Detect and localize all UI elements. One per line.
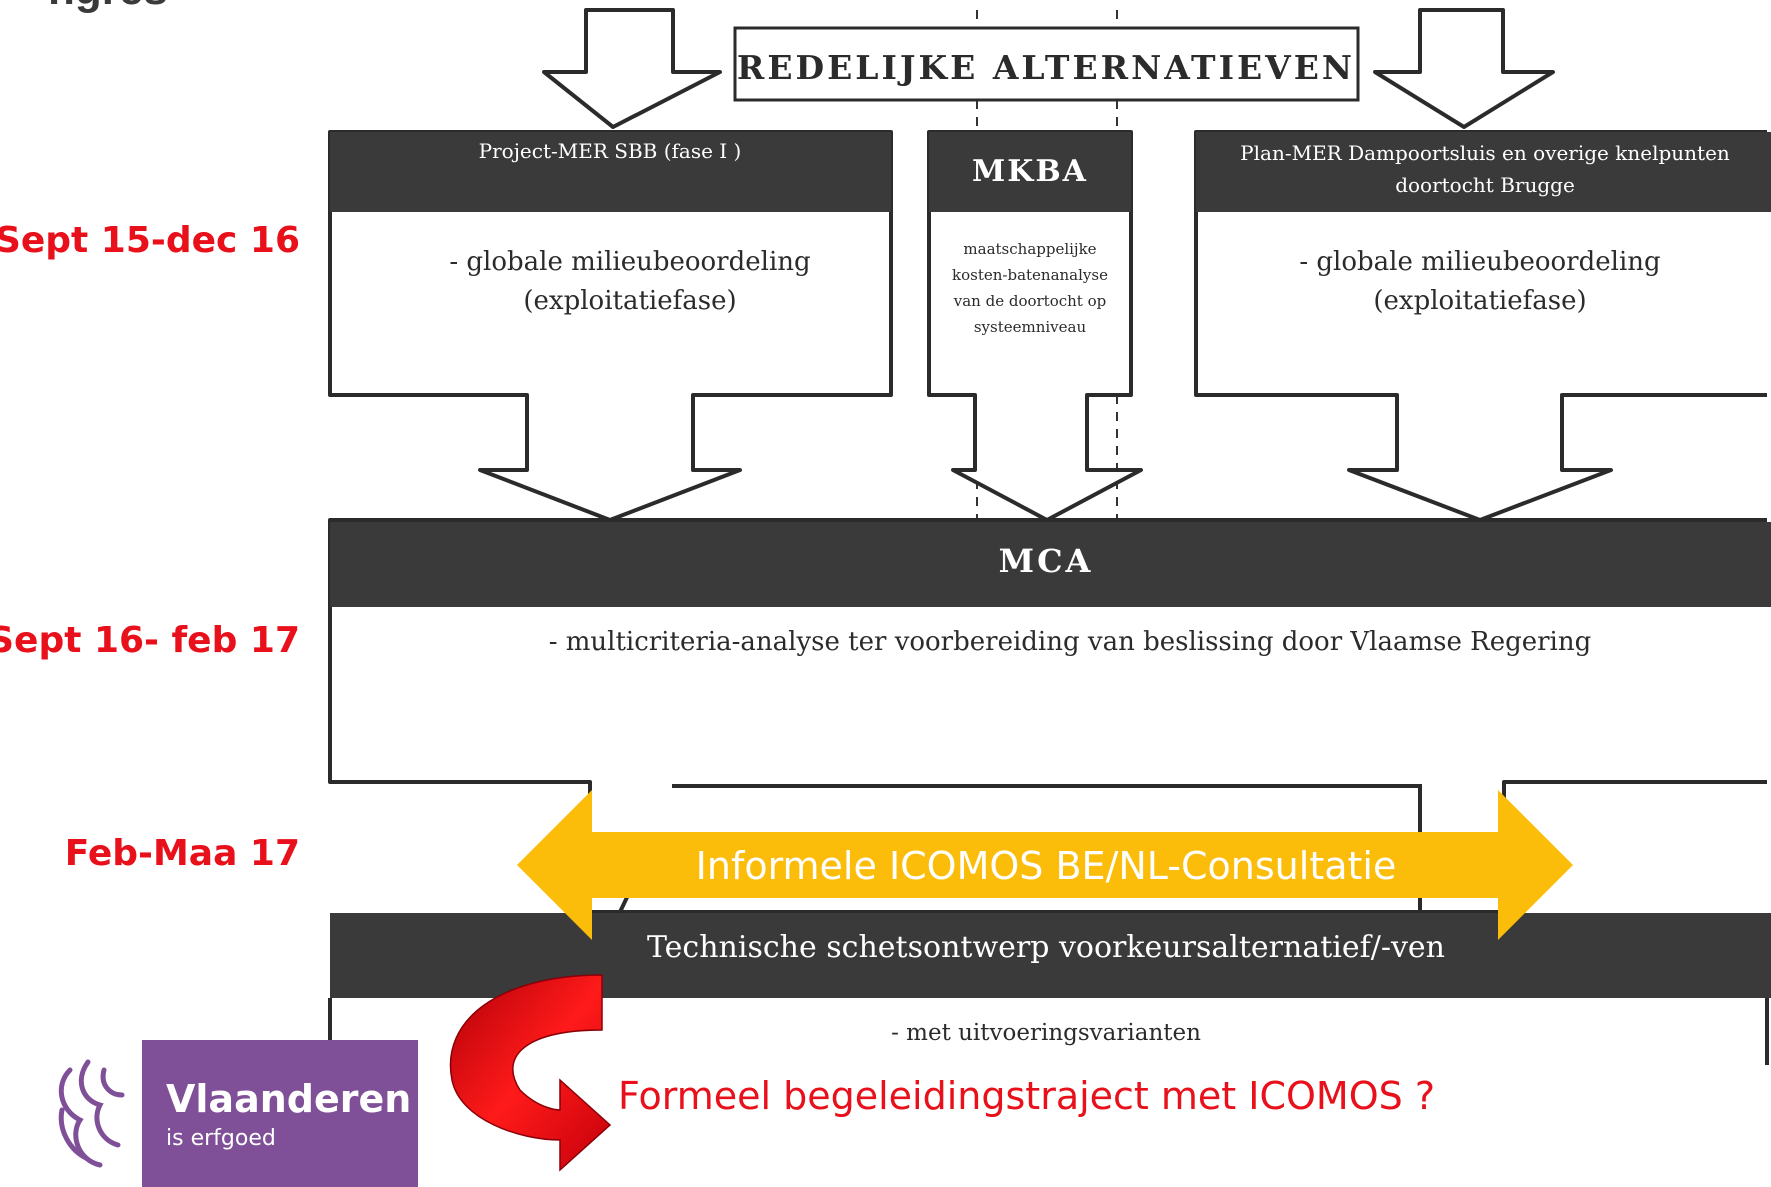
plan-mer-title2: doortocht Brugge	[1395, 173, 1575, 197]
arrow-into-plan-mer	[1373, 8, 1555, 129]
plan-mer-box	[1194, 130, 1771, 522]
red-curved-arrow	[449, 974, 612, 1172]
mca-title: MCA	[999, 542, 1094, 580]
timeline-phase2: Sept 16- feb 17	[0, 620, 300, 661]
mkba-line3: van de doortocht op	[953, 292, 1106, 310]
technische-title: Technische schetsontwerp voorkeursaltern…	[647, 930, 1445, 965]
timeline-phase3: Feb-Maa 17	[65, 833, 300, 874]
logo-tagline: is erfgoed	[166, 1126, 276, 1151]
timeline-phase1: Sept 15-dec 16	[0, 220, 300, 261]
mkba-box	[927, 130, 1143, 522]
consultation-double-arrow	[517, 790, 1573, 940]
top-label-frame	[733, 26, 1360, 102]
mca-box	[328, 518, 1771, 914]
mca-line1: - multicriteria-analyse ter voorbereidin…	[549, 627, 1592, 657]
cut-off-title: ngres	[48, 0, 168, 14]
project-mer-title: Project-MER SBB (fase I )	[479, 139, 742, 163]
mkba-title: MKBA	[972, 154, 1088, 189]
consultation-label: Informele ICOMOS BE/NL-Consultatie	[696, 844, 1397, 888]
technische-line1: - met uitvoeringsvarianten	[891, 1020, 1201, 1046]
arrow-into-project-mer	[542, 8, 722, 129]
top-label: REDELIJKE ALTERNATIEVEN	[737, 48, 1355, 87]
plan-mer-title1: Plan-MER Dampoortsluis en overige knelpu…	[1240, 141, 1730, 165]
mkba-line1: maatschappelijke	[963, 240, 1096, 258]
mkba-line2: kosten-batenanalyse	[952, 266, 1108, 284]
project-mer-line1: - globale milieubeoordeling	[449, 247, 810, 277]
project-mer-box	[328, 130, 893, 522]
lion-icon	[58, 1059, 125, 1168]
vlaanderen-logo: Vlaanderen is erfgoed	[28, 1040, 418, 1187]
plan-mer-line2: (exploitatiefase)	[1373, 286, 1586, 316]
plan-mer-line1: - globale milieubeoordeling	[1299, 247, 1660, 277]
mkba-line4: systeemniveau	[974, 318, 1087, 336]
logo-name: Vlaanderen	[166, 1077, 411, 1121]
project-mer-line2: (exploitatiefase)	[523, 286, 736, 316]
formal-label: Formeel begeleidingstraject met ICOMOS ?	[618, 1074, 1435, 1118]
